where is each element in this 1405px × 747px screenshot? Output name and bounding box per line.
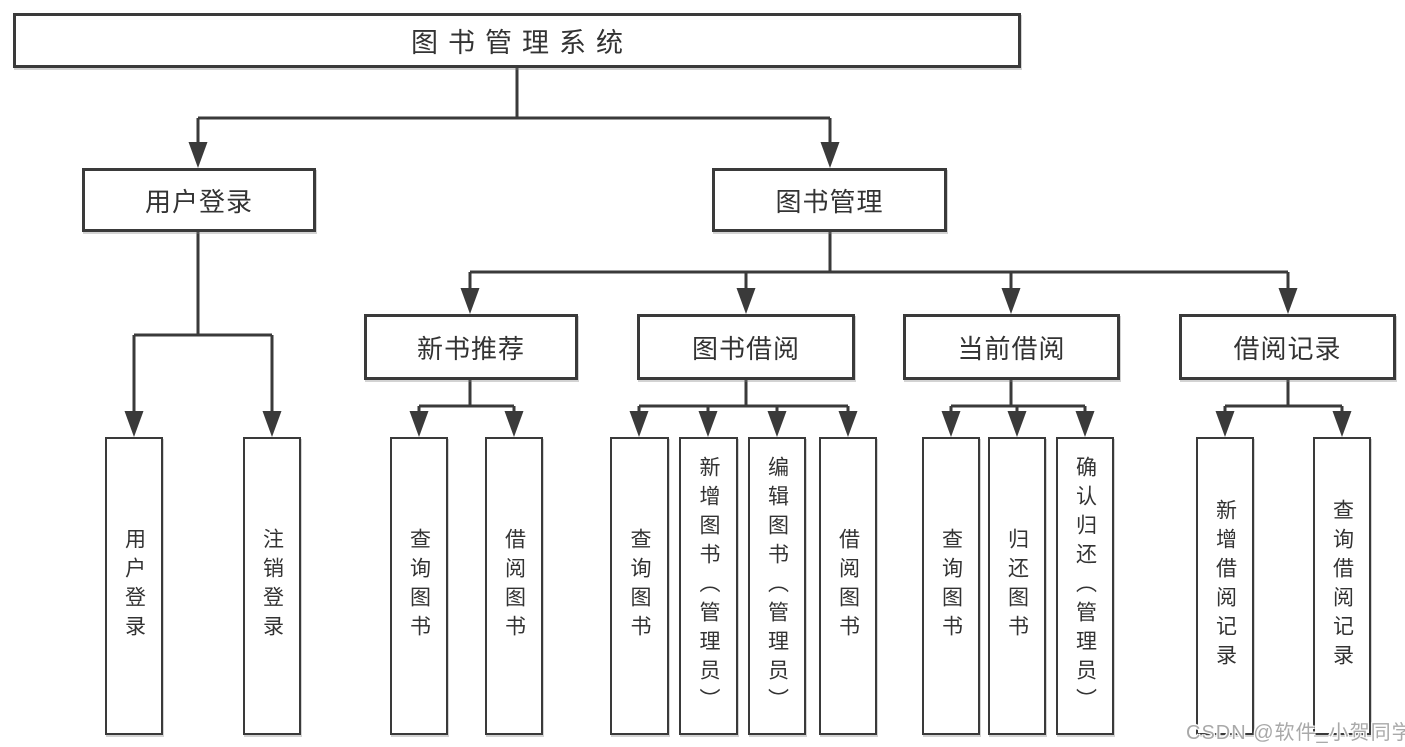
node-label: 新增图书（管理员） bbox=[697, 455, 720, 717]
node-leaf-query-books-3: 查询图书 bbox=[922, 437, 980, 735]
arrowhead-icon bbox=[1215, 411, 1235, 437]
node-new-book-recommend: 新书推荐 bbox=[364, 314, 578, 380]
node-label: 查询图书 bbox=[628, 528, 651, 644]
node-label: 图书管理系统 bbox=[411, 28, 633, 58]
node-library-management-system: 图书管理系统 bbox=[13, 13, 1021, 68]
node-borrowing-records: 借阅记录 bbox=[1179, 314, 1396, 380]
node-leaf-return-books: 归还图书 bbox=[988, 437, 1046, 735]
node-label: 用户登录 bbox=[144, 186, 253, 217]
node-leaf-user-login: 用户登录 bbox=[105, 437, 163, 735]
node-leaf-confirm-return-admin: 确认归还（管理员） bbox=[1056, 437, 1114, 735]
arrowhead-icon bbox=[941, 411, 961, 437]
node-leaf-borrow-books-1: 借阅图书 bbox=[485, 437, 543, 735]
node-leaf-add-borrow-record: 新增借阅记录 bbox=[1196, 437, 1254, 735]
node-leaf-borrow-books-2: 借阅图书 bbox=[819, 437, 877, 735]
node-label: 新增借阅记录 bbox=[1213, 499, 1237, 673]
node-leaf-query-books-2: 查询图书 bbox=[610, 437, 669, 735]
node-label: 借阅图书 bbox=[502, 528, 526, 644]
arrowhead-icon bbox=[629, 411, 649, 437]
arrowhead-icon bbox=[1007, 411, 1027, 437]
arrowhead-icon bbox=[1332, 411, 1352, 437]
node-label: 图书借阅 bbox=[691, 333, 800, 364]
node-user-login: 用户登录 bbox=[82, 168, 316, 232]
node-label: 查询借阅记录 bbox=[1330, 499, 1354, 673]
node-book-borrowing: 图书借阅 bbox=[637, 314, 855, 380]
arrowhead-icon bbox=[736, 288, 756, 314]
arrowhead-icon bbox=[838, 411, 858, 437]
arrowhead-icon bbox=[188, 142, 208, 168]
arrowhead-icon bbox=[698, 411, 718, 437]
node-leaf-edit-books-admin: 编辑图书（管理员） bbox=[748, 437, 806, 735]
arrowhead-icon bbox=[124, 411, 144, 437]
arrowhead-icon bbox=[460, 288, 480, 314]
arrowhead-icon bbox=[767, 411, 787, 437]
node-leaf-add-books-admin: 新增图书（管理员） bbox=[679, 437, 738, 735]
node-label: 借阅图书 bbox=[836, 528, 860, 644]
node-label: 确认归还（管理员） bbox=[1073, 455, 1097, 717]
node-label: 用户登录 bbox=[122, 528, 146, 644]
node-label: 查询图书 bbox=[939, 528, 963, 644]
node-label: 注销登录 bbox=[260, 528, 284, 644]
node-label: 编辑图书（管理员） bbox=[765, 455, 789, 717]
arrowhead-icon bbox=[409, 411, 429, 437]
node-leaf-query-books-1: 查询图书 bbox=[390, 437, 448, 735]
node-label: 查询图书 bbox=[407, 528, 431, 644]
arrowhead-icon bbox=[1075, 411, 1095, 437]
arrowhead-icon bbox=[820, 142, 840, 168]
arrowhead-icon bbox=[504, 411, 524, 437]
arrowhead-icon bbox=[1001, 288, 1021, 314]
node-label: 借阅记录 bbox=[1233, 333, 1342, 364]
arrowhead-icon bbox=[1278, 288, 1298, 314]
node-book-management: 图书管理 bbox=[712, 168, 947, 232]
node-label: 新书推荐 bbox=[416, 333, 525, 364]
node-leaf-query-borrow-record: 查询借阅记录 bbox=[1313, 437, 1371, 735]
node-label: 当前借阅 bbox=[957, 333, 1066, 364]
node-label: 归还图书 bbox=[1005, 528, 1029, 644]
node-leaf-logout: 注销登录 bbox=[243, 437, 301, 735]
watermark: CSDN @软件_小贺同学 bbox=[1186, 722, 1405, 744]
node-current-borrowing: 当前借阅 bbox=[903, 314, 1120, 380]
node-label: 图书管理 bbox=[775, 186, 884, 217]
arrowhead-icon bbox=[262, 411, 282, 437]
